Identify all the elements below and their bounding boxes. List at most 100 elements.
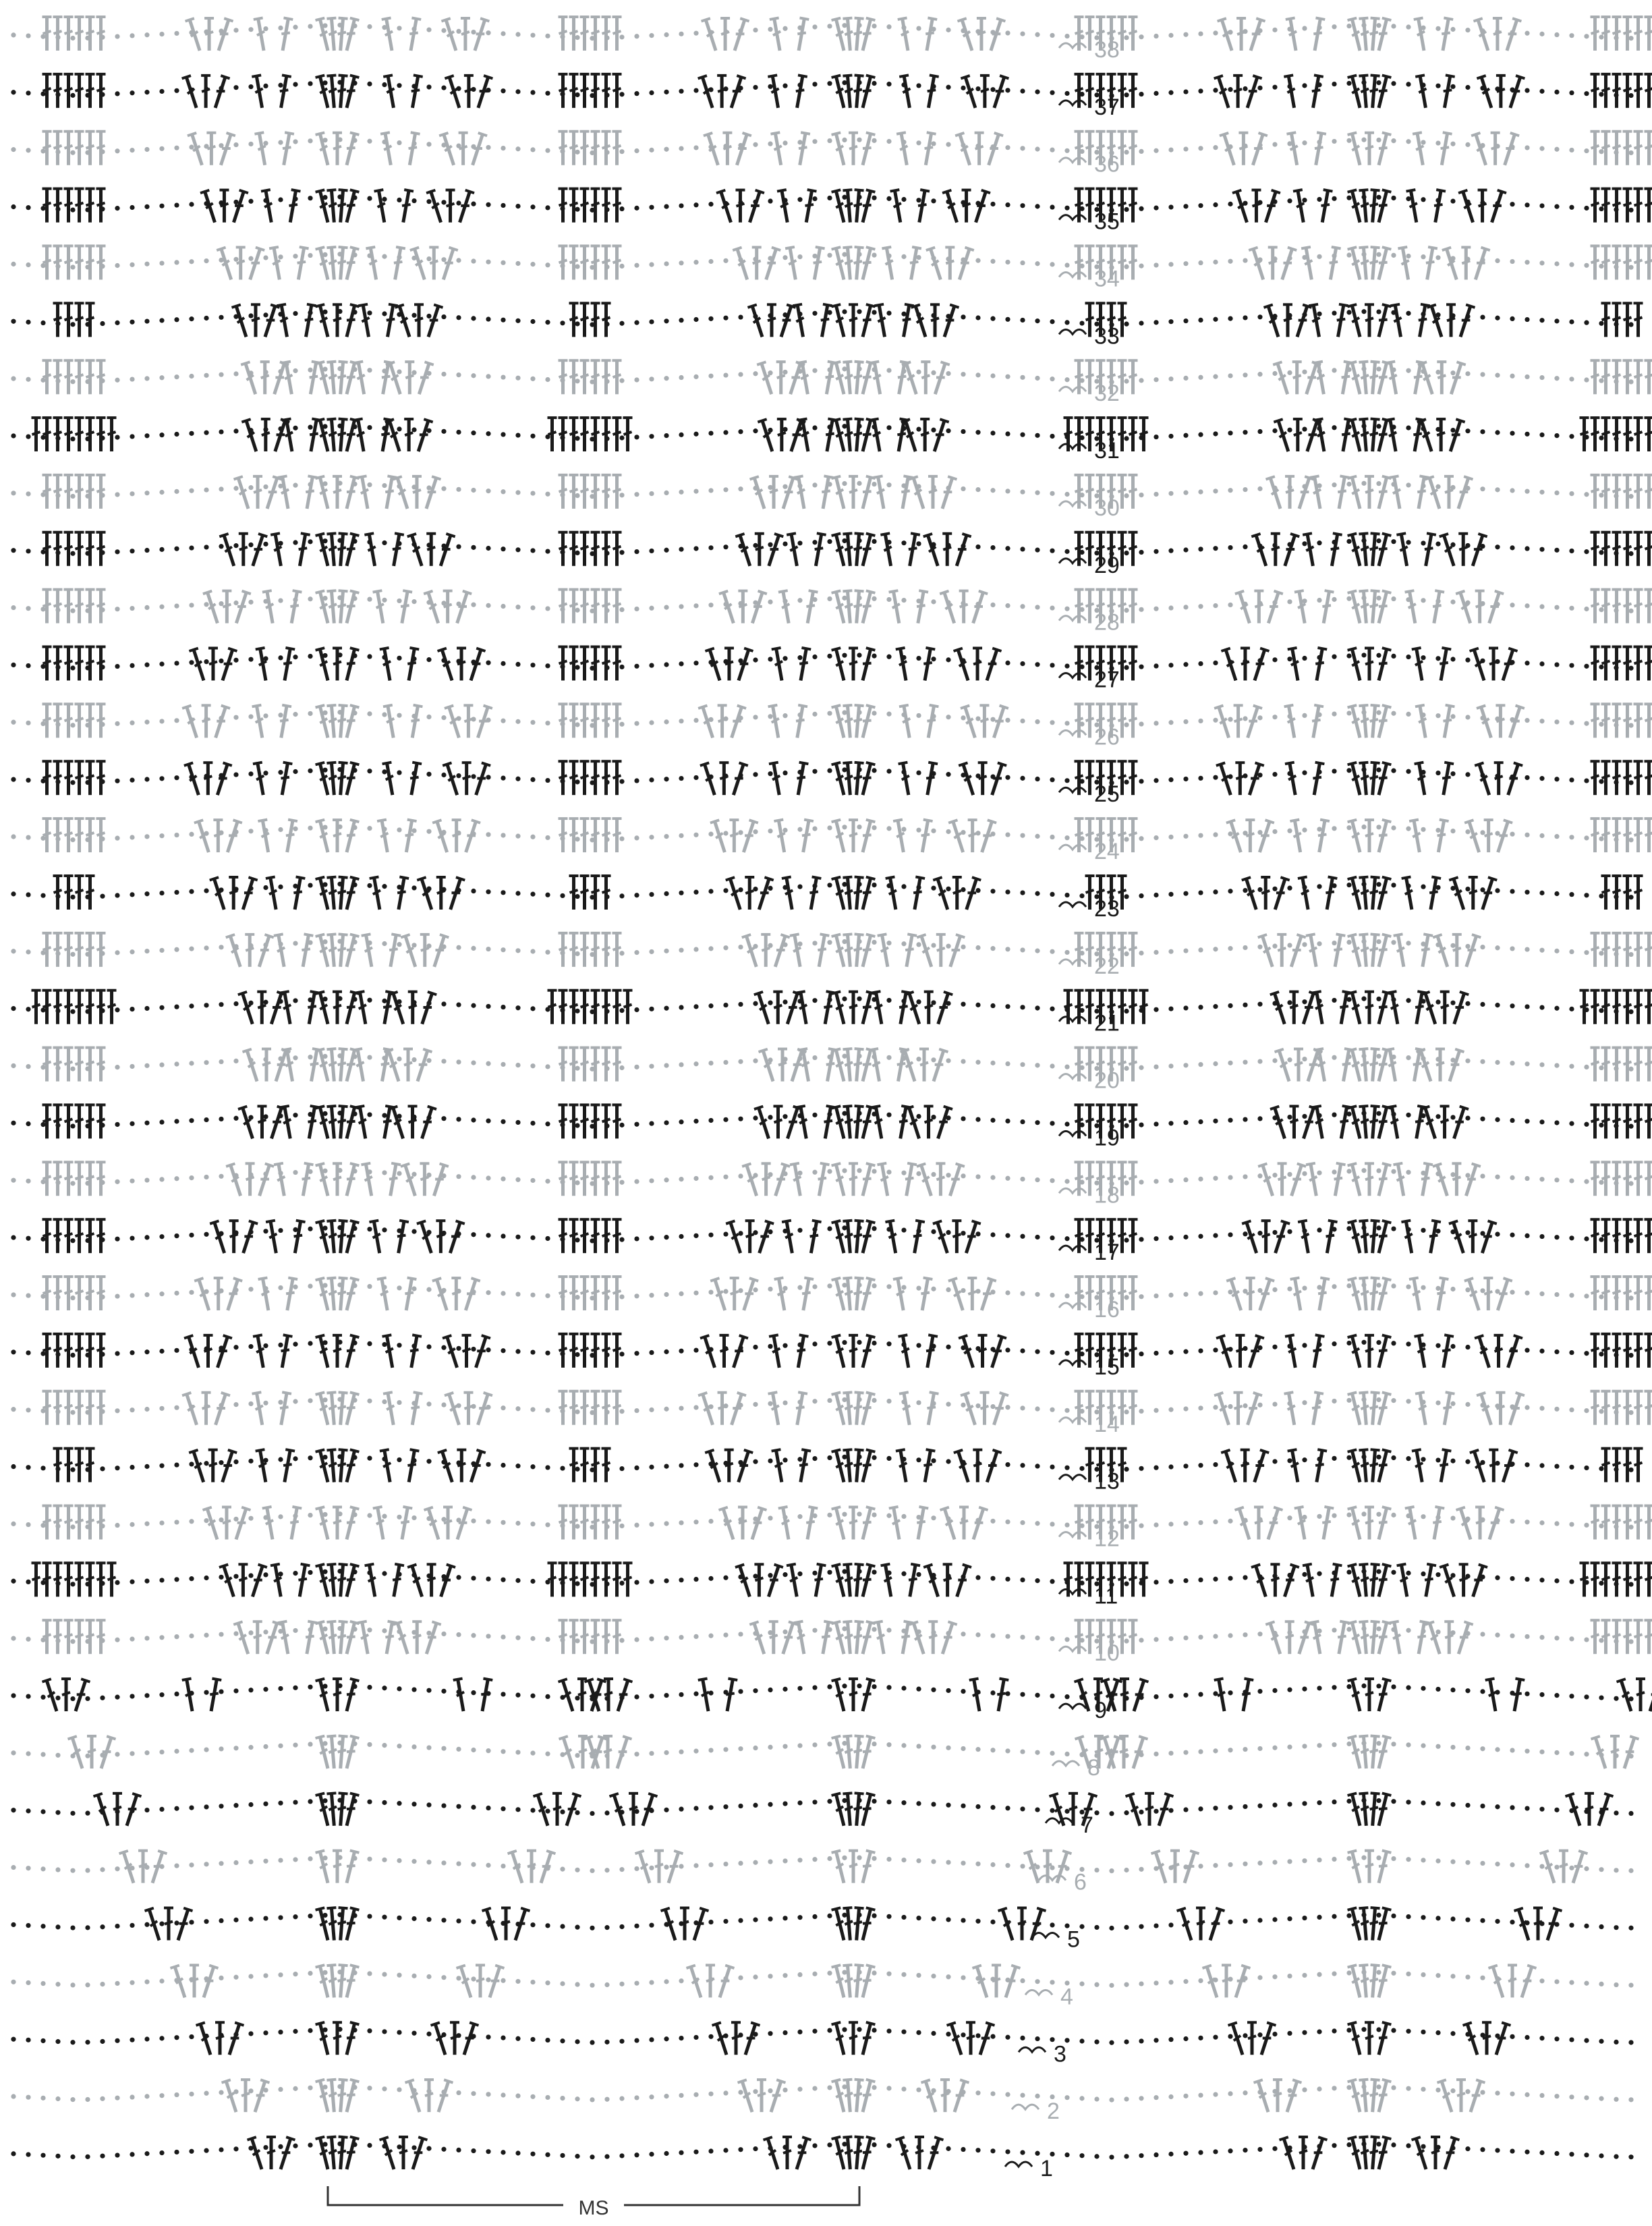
double-crochet-icon (849, 1507, 858, 1539)
double-crochet-icon (1620, 1736, 1639, 1770)
double-crochet-icon (1309, 1392, 1323, 1426)
double-crochet-icon (407, 534, 426, 567)
double-crochet-icon (383, 705, 398, 739)
chain-dot-icon (159, 490, 164, 495)
chain-dot-icon (1391, 1455, 1396, 1460)
chain-dot-icon (367, 1685, 372, 1690)
double-crochet-icon (1623, 1277, 1632, 1310)
chain-dot-icon (1465, 1173, 1470, 1177)
chain-dot-icon (738, 830, 743, 835)
chain-dot-icon (233, 1574, 238, 1579)
chain-dot-icon (1539, 1349, 1544, 1354)
chain-dot-icon (441, 2147, 446, 2152)
chain-dot-icon (1153, 663, 1158, 668)
double-crochet-icon (1365, 1335, 1374, 1368)
chain-dot-icon (1421, 1686, 1425, 1691)
chain-dot-icon (1213, 546, 1218, 551)
double-crochet-icon (1591, 991, 1600, 1024)
double-crochet-icon (843, 1449, 855, 1482)
chain-dot-icon (1495, 1003, 1500, 1007)
chain-dot-icon (1584, 1523, 1589, 1528)
double-crochet-icon (852, 1564, 864, 1597)
chain-dot-icon (886, 482, 891, 487)
chain-dot-icon (1510, 1003, 1514, 1008)
chain-dot-icon (204, 1518, 208, 1523)
double-crochet-icon (184, 762, 203, 796)
double-crochet-icon (896, 1449, 911, 1483)
double-crochet-icon (772, 648, 787, 681)
chain-dot-icon (411, 1687, 416, 1692)
double-crochet-icon (771, 1163, 790, 1197)
chain-dot-icon (693, 2092, 698, 2097)
chain-dot-icon (1539, 833, 1544, 838)
chain-dot-icon (708, 430, 713, 435)
chain-dot-icon (1525, 833, 1529, 837)
double-crochet-icon (326, 877, 339, 910)
chain-dot-icon (679, 1177, 683, 1181)
chain-dot-icon (1599, 1123, 1603, 1128)
double-crochet-icon (1368, 1908, 1380, 1941)
chain-dot-icon (842, 1970, 847, 1974)
chain-dot-icon (1005, 1347, 1010, 1352)
chain-dot-icon (1213, 1863, 1218, 1868)
chain-dot-icon (1465, 1345, 1470, 1349)
double-crochet-icon (1235, 1335, 1245, 1368)
double-crochet-icon (569, 1391, 579, 1425)
double-crochet-icon (610, 1793, 629, 1827)
double-crochet-icon (336, 1449, 348, 1482)
chain-dot-icon (1361, 652, 1366, 657)
chain-dot-icon (1539, 2093, 1544, 2098)
chain-dot-icon (545, 1465, 550, 1470)
double-crochet-icon (948, 1278, 967, 1312)
double-crochet-icon (591, 876, 600, 910)
chain-dot-icon (11, 1407, 16, 1412)
chain-dot-icon (857, 1856, 861, 1860)
chain-dot-icon (26, 2038, 30, 2042)
double-crochet-icon (326, 1736, 339, 1769)
chain-dot-icon (1510, 1290, 1514, 1295)
chain-dot-icon (1064, 2152, 1069, 2157)
chain-dot-icon (530, 949, 535, 953)
chain-dot-icon (634, 2095, 639, 2100)
double-crochet-icon (975, 2022, 994, 2056)
chain-dot-icon (961, 1975, 965, 1980)
double-crochet-icon (602, 1162, 611, 1196)
double-crochet-icon (248, 2137, 266, 2171)
chain-dot-icon (1584, 1065, 1589, 1069)
chain-dot-icon (1406, 998, 1411, 1003)
double-crochet-icon (53, 704, 63, 738)
chain-dot-icon (85, 2040, 90, 2044)
chain-dot-icon (1035, 1521, 1039, 1526)
chain-dot-icon (1391, 1169, 1396, 1174)
chain-dot-icon (11, 1636, 16, 1641)
double-crochet-icon (436, 534, 455, 567)
chain-dot-icon (1539, 661, 1544, 666)
chain-dot-icon (1020, 1005, 1025, 1009)
double-crochet-icon (1634, 876, 1643, 910)
chain-dot-icon (471, 1175, 476, 1179)
chain-dot-icon (367, 1627, 372, 1632)
double-crochet-icon (1368, 1449, 1380, 1482)
chain-dot-icon (1628, 666, 1633, 671)
double-crochet-icon (806, 1221, 821, 1254)
double-crochet-icon (403, 1049, 413, 1082)
double-crochet-icon (898, 1621, 913, 1655)
chain-dot-icon (204, 1633, 208, 1638)
chain-dot-icon (130, 1580, 134, 1584)
double-crochet-icon (559, 647, 568, 681)
double-crochet-icon (342, 935, 359, 968)
chain-dot-icon (367, 2143, 372, 2148)
chain-dot-icon (901, 1858, 906, 1862)
chain-dot-icon (1332, 941, 1336, 945)
double-crochet-icon (1359, 705, 1371, 738)
double-crochet-icon (1085, 761, 1095, 795)
chain-dot-icon (501, 432, 505, 437)
chain-dot-icon (219, 1976, 223, 1980)
chain-dot-icon (1480, 1632, 1485, 1636)
chain-dot-icon (931, 1688, 936, 1692)
chain-dot-icon (1020, 1119, 1025, 1124)
double-crochet-icon (764, 2137, 782, 2171)
chain-dot-icon (1005, 1691, 1010, 1696)
chain-dot-icon (901, 1171, 906, 1175)
chain-dot-icon (426, 715, 431, 719)
